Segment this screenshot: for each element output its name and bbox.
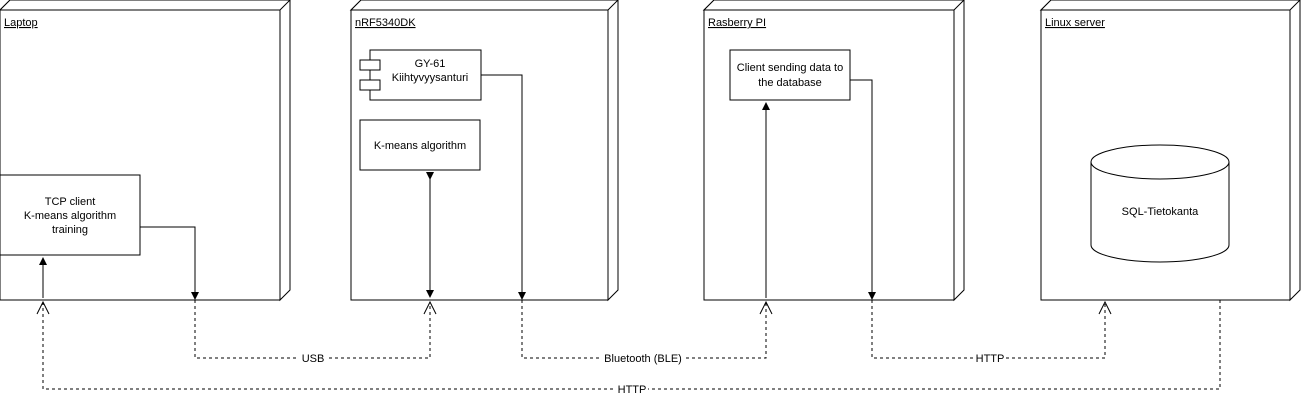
node-server-title: Linux server [1045,17,1105,29]
tcp-client-line-1: TCP client [45,196,96,208]
sql-line-1: SQL-Tietokanta [1122,206,1200,218]
http-open-arrow-1 [1098,300,1112,315]
component-sql-database: SQL-Tietokanta [1090,144,1230,263]
label-usb: USB [299,352,327,365]
label-http-server-laptop: HTTP [616,383,648,396]
flow-tcp-to-usb [140,226,199,300]
label-ble: Bluetooth (BLE) [602,352,684,365]
tcp-client-line-2: K-means algorithm [24,210,116,222]
rpi-client-line-2: the database [758,77,822,89]
component-kmeans: K-means algorithm [359,119,481,171]
node-nrf-title: nRF5340DK [355,17,416,29]
component-rpi-client: Client sending data to the database [729,49,851,101]
label-http-rpi-server: HTTP [974,352,1006,365]
link-http-server-laptop [42,300,1221,390]
link-http-rpi-server [871,300,1106,359]
node-laptop-title: Laptop [4,17,38,29]
svg-text:HTTP: HTTP [618,384,647,396]
flow-rpi-client-to-http [850,79,876,300]
usb-open-arrow [423,300,437,315]
gy61-line-1: GY-61 [415,58,446,70]
component-port-icon-top [359,59,381,71]
svg-text:Bluetooth (BLE): Bluetooth (BLE) [604,353,682,365]
tcp-client-line-3: training [52,224,88,236]
flow-gy61-to-ble [481,74,526,300]
svg-text:USB: USB [302,353,325,365]
component-port-icon-bottom [359,79,381,91]
svg-text:HTTP: HTTP [976,353,1005,365]
ble-open-arrow [759,300,773,315]
component-tcp-client: TCP client K-means algorithm training [0,174,141,256]
http-open-arrow-2 [36,300,50,315]
link-ble [521,300,767,359]
node-rpi-title: Rasberry PI [708,17,766,29]
component-gy61: GY-61 Kiihtyvyysanturi [359,49,482,101]
rpi-client-line-1: Client sending data to [737,62,843,74]
gy61-line-2: Kiihtyvyysanturi [392,72,468,84]
node-rasberry-pi: Rasberry PI [702,0,965,302]
link-usb [194,300,431,359]
kmeans-line-1: K-means algorithm [374,140,466,152]
